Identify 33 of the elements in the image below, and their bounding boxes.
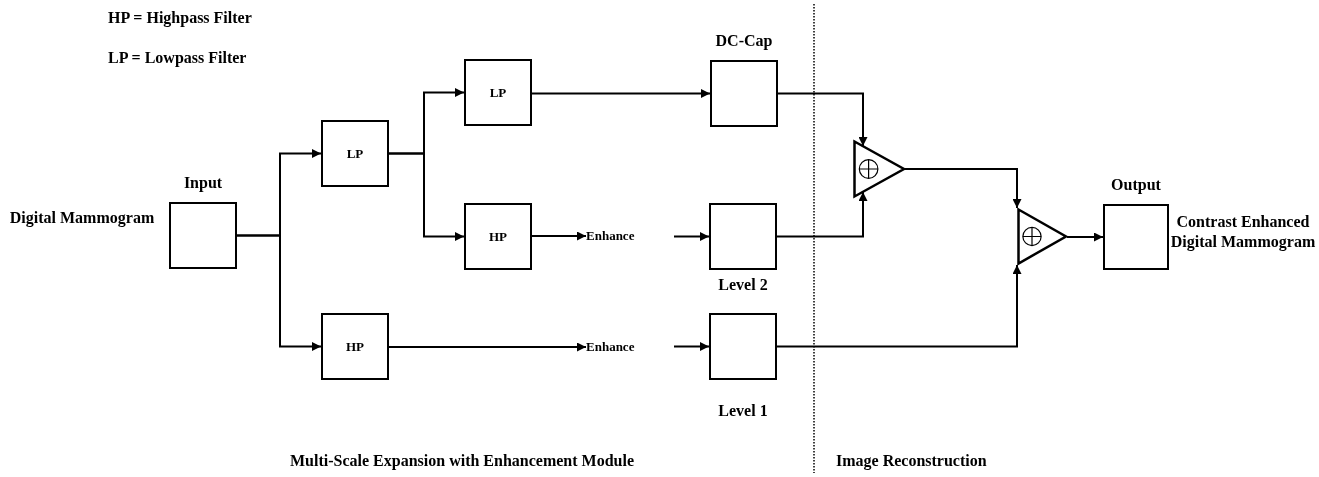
arrow xyxy=(776,191,868,238)
arrow xyxy=(776,264,1022,348)
arrow xyxy=(1066,232,1104,242)
block-box xyxy=(464,203,532,270)
block-box xyxy=(321,120,389,187)
block-box xyxy=(464,59,532,126)
arrow xyxy=(236,234,322,351)
block-label: Level 2 xyxy=(718,276,768,294)
arrow xyxy=(673,232,710,241)
filter-label: LP xyxy=(489,85,507,100)
block-label: Output xyxy=(1111,176,1161,194)
arrow xyxy=(388,152,465,241)
section-title: Multi-Scale Expansion with Enhancement Module xyxy=(290,451,636,471)
filter-label: HP xyxy=(345,339,365,354)
block-box xyxy=(321,313,389,380)
arrow xyxy=(904,168,1022,209)
arrow xyxy=(777,92,868,147)
block-label: Input xyxy=(183,174,223,192)
arrow xyxy=(531,231,587,241)
filter-label: LP xyxy=(346,146,364,161)
filter-label: HP xyxy=(488,229,508,244)
input-caption: Digital Mammogram xyxy=(8,208,156,228)
legend-note: LP = Lowpass Filter xyxy=(108,48,248,68)
arrow xyxy=(673,342,710,351)
section-title: Image Reconstruction xyxy=(836,451,988,471)
process-text: Enhance xyxy=(586,337,635,357)
block-label: Level 1 xyxy=(718,402,768,420)
arrow xyxy=(388,342,587,352)
legend-note: HP = Highpass Filter xyxy=(108,8,253,28)
output-caption: Contrast Enhanced Digital Mammogram xyxy=(1169,212,1317,252)
arrow xyxy=(531,89,711,98)
process-text: Enhance xyxy=(586,226,635,246)
block-label: DC-Cap xyxy=(715,32,773,50)
